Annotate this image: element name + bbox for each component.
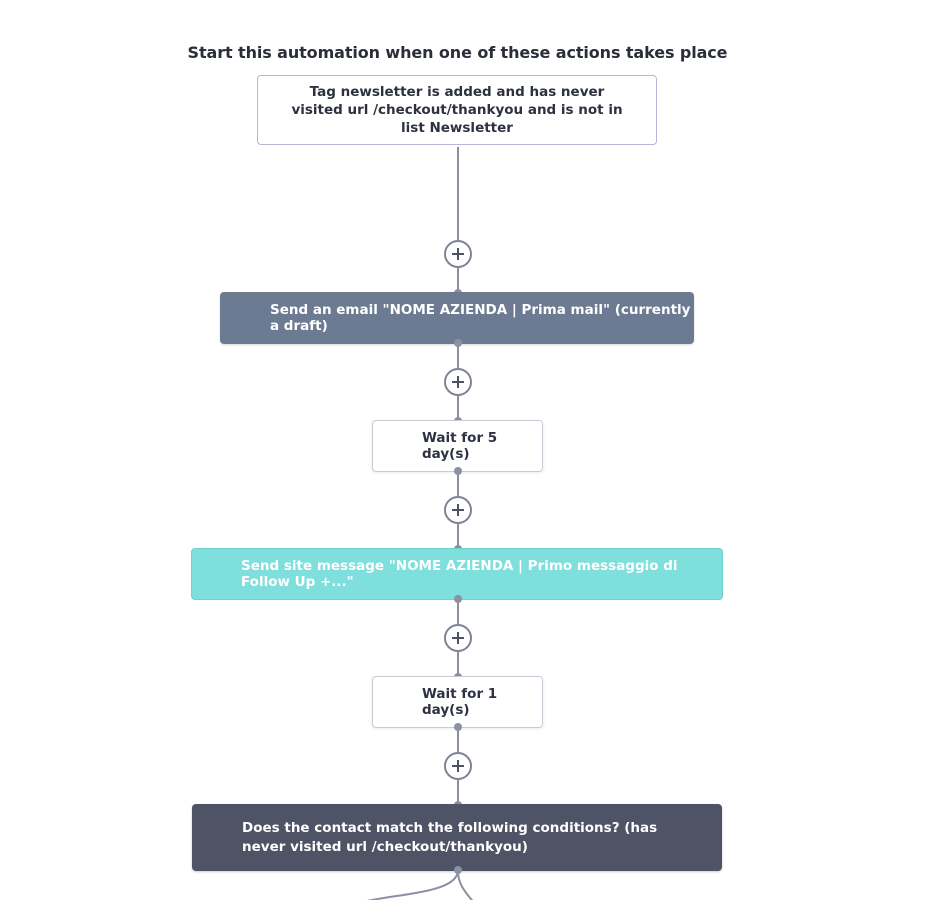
plus-icon (452, 760, 464, 772)
connector-dot (454, 595, 462, 603)
trigger-node[interactable]: Tag newsletter is added and has never vi… (257, 75, 657, 145)
condition-node[interactable]: Does the contact match the following con… (192, 804, 722, 871)
connector-dot (454, 467, 462, 475)
plus-icon (452, 248, 464, 260)
plus-icon (452, 632, 464, 644)
plus-icon (452, 504, 464, 516)
connector-dot (454, 866, 462, 874)
wait-label: Wait for 5 day(s) (422, 430, 498, 462)
send-email-node[interactable]: Send an email "NOME AZIENDA | Prima mail… (220, 292, 694, 344)
trigger-label: Tag newsletter is added and has never vi… (291, 84, 623, 136)
start-heading: Start this automation when one of these … (187, 43, 728, 62)
connector-dot (454, 339, 462, 347)
wait-node[interactable]: Wait for 1 day(s) (372, 676, 543, 728)
site-message-label: Send site message "NOME AZIENDA | Primo … (241, 558, 678, 590)
plus-icon (452, 376, 464, 388)
send-email-label: Send an email "NOME AZIENDA | Prima mail… (270, 302, 691, 334)
site-message-node[interactable]: Send site message "NOME AZIENDA | Primo … (191, 548, 723, 600)
connector-dot (454, 723, 462, 731)
branch-connector-left (366, 870, 459, 900)
wait-node[interactable]: Wait for 5 day(s) (372, 420, 543, 472)
branch-connector-right (457, 870, 474, 900)
add-step-button[interactable] (444, 368, 472, 396)
wait-label: Wait for 1 day(s) (422, 686, 498, 718)
add-step-button[interactable] (444, 624, 472, 652)
add-step-button[interactable] (444, 240, 472, 268)
add-step-button[interactable] (444, 752, 472, 780)
condition-label: Does the contact match the following con… (242, 819, 658, 855)
add-step-button[interactable] (444, 496, 472, 524)
